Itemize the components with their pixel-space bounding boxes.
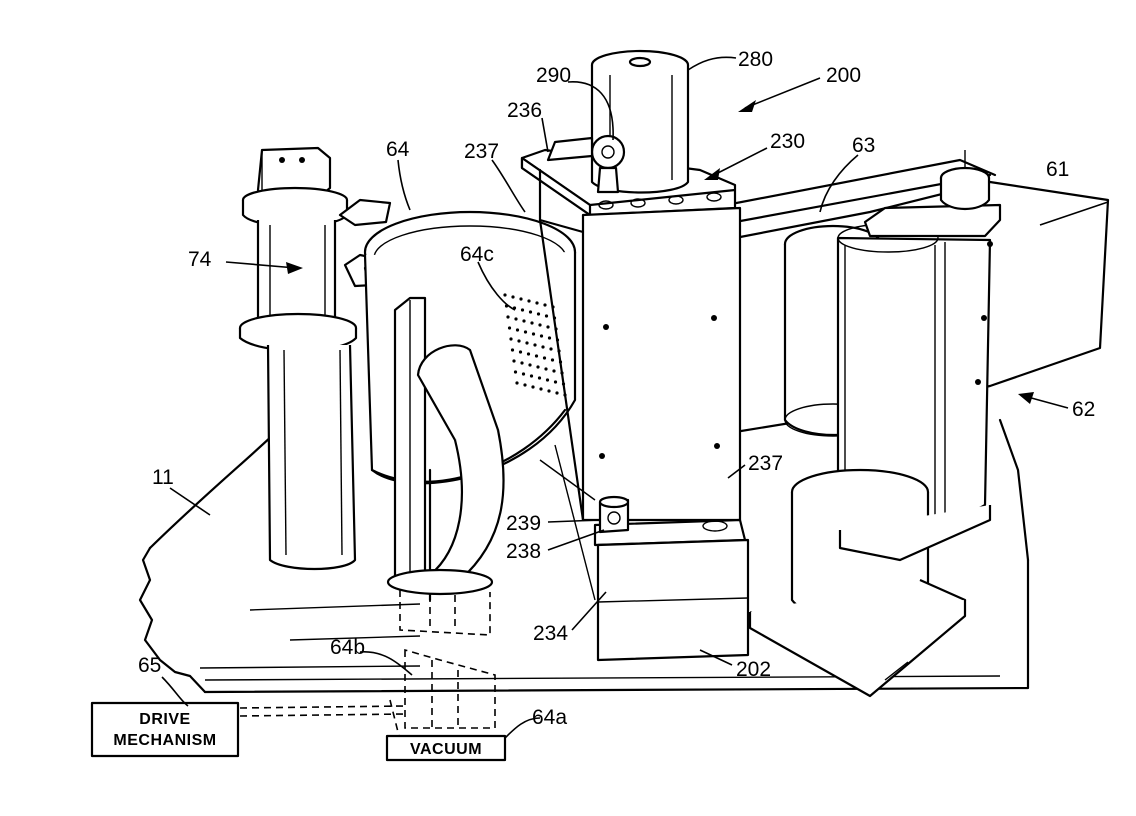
perforation-dot (527, 352, 530, 355)
perforation-dot (543, 356, 546, 359)
perforation-dot (511, 348, 514, 351)
perforation-dot (523, 383, 526, 386)
perforation-dot (539, 387, 542, 390)
label-11: 11 (152, 466, 174, 489)
perforation-dot (546, 325, 549, 328)
label-237-mid: 237 (748, 452, 783, 475)
perforation-dot (536, 365, 539, 368)
label-237-top: 237 (464, 140, 499, 163)
perforation-dot (547, 389, 550, 392)
perforation-dot (540, 334, 543, 337)
label-238: 238 (506, 540, 541, 563)
perforation-dot (528, 363, 531, 366)
drive-box-line2: MECHANISM (113, 732, 216, 749)
perforation-dot (538, 376, 541, 379)
label-74: 74 (188, 248, 212, 271)
label-200: 200 (826, 64, 861, 87)
label-290: 290 (536, 64, 571, 87)
label-64b: 64b (330, 636, 365, 659)
perforation-dot (511, 295, 514, 298)
perforation-dot (552, 369, 555, 372)
label-61: 61 (1046, 158, 1069, 181)
perforation-dot (524, 330, 527, 333)
perforation-dot (530, 321, 533, 324)
perforation-dot (535, 354, 538, 357)
perforation-dot (530, 374, 533, 377)
perforation-dot (543, 303, 546, 306)
label-230: 230 (770, 130, 805, 153)
perforation-dot (545, 314, 548, 317)
perforation-dot (533, 343, 536, 346)
perforation-dot (520, 361, 523, 364)
perforation-dot (503, 293, 506, 296)
drive-box-line1: DRIVE (139, 711, 190, 728)
perforation-dot (527, 299, 530, 302)
perforation-dot (514, 317, 517, 320)
drive-mechanism-box: DRIVE MECHANISM (92, 703, 238, 756)
hidden-lines (240, 590, 495, 740)
perforation-dot (506, 315, 509, 318)
perforation-dot (522, 319, 525, 322)
perforation-dot (551, 358, 554, 361)
perforation-dot (537, 312, 540, 315)
perforation-dot (544, 367, 547, 370)
bowl (365, 212, 575, 600)
label-64a: 64a (532, 706, 567, 729)
perforation-dot (521, 308, 524, 311)
perforation-dot (522, 372, 525, 375)
perforation-dot (554, 380, 557, 383)
perforation-dot (535, 301, 538, 304)
perforation-dot (538, 323, 541, 326)
perforation-dot (525, 341, 528, 344)
label-234: 234 (533, 622, 568, 645)
belt-assembly (700, 150, 1108, 696)
perforation-dot (531, 385, 534, 388)
perforation-dot (519, 297, 522, 300)
label-65: 65 (138, 654, 161, 677)
label-64: 64 (386, 138, 410, 161)
label-63: 63 (852, 134, 875, 157)
label-202: 202 (736, 658, 771, 681)
label-64c: 64c (460, 243, 494, 266)
perforation-dot (549, 347, 552, 350)
perforation-dot (532, 332, 535, 335)
perforation-dot (546, 378, 549, 381)
perforation-dot (519, 350, 522, 353)
label-239: 239 (506, 512, 541, 535)
perforation-dot (512, 359, 515, 362)
vacuum-box-label: VACUUM (410, 741, 482, 758)
perforation-dot (515, 381, 518, 384)
label-62: 62 (1072, 398, 1095, 421)
perforation-dot (509, 337, 512, 340)
perforation-dot (516, 328, 519, 331)
label-236: 236 (507, 99, 542, 122)
perforation-dot (548, 336, 551, 339)
perforation-dot (555, 391, 558, 394)
perforation-dot (514, 370, 517, 373)
vacuum-box: VACUUM (387, 736, 505, 760)
perforation-dot (529, 310, 532, 313)
label-280: 280 (738, 48, 773, 71)
perforation-dot (517, 339, 520, 342)
perforation-dot (541, 345, 544, 348)
perforation-dot (508, 326, 511, 329)
